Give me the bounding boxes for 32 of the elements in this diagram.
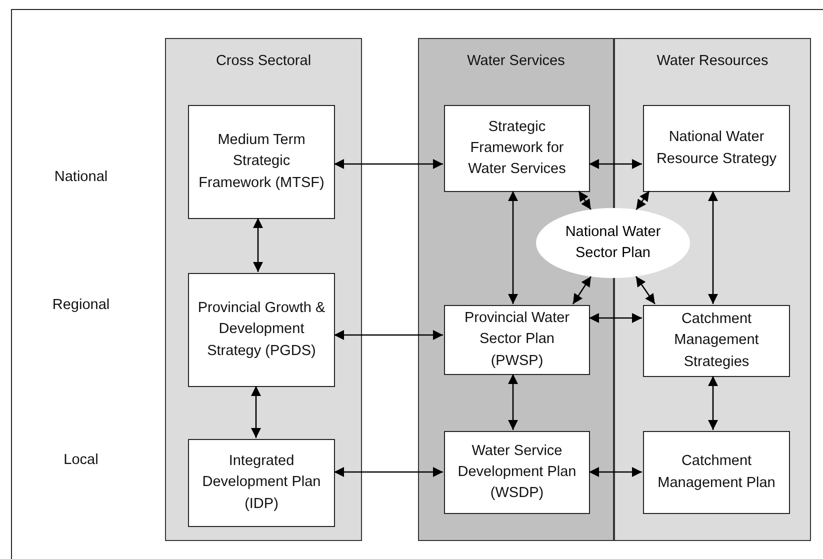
column-heading: Water Resources xyxy=(656,53,770,69)
double-arrow xyxy=(334,159,443,169)
plan-box: National Water Resource Strategy xyxy=(643,105,790,192)
plan-box: Provincial Water Sector Plan (PWSP) xyxy=(444,305,590,375)
double-arrow xyxy=(589,467,642,477)
plan-box: Strategic Framework for Water Services xyxy=(444,105,590,192)
column-heading: Cross Sectoral xyxy=(214,53,312,69)
double-arrow xyxy=(589,313,642,323)
column-heading: Water Services xyxy=(466,53,566,69)
double-arrow xyxy=(708,376,718,430)
plan-box: Provincial Growth & Development Strategy (PGDS) xyxy=(188,273,335,387)
double-arrow xyxy=(251,386,261,438)
double-arrow xyxy=(578,190,592,210)
double-arrow xyxy=(636,190,650,210)
double-arrow xyxy=(508,191,518,304)
double-arrow xyxy=(708,191,718,304)
double-arrow xyxy=(334,467,443,477)
plan-box: Water Service Development Plan (WSDP) xyxy=(444,431,590,514)
plan-box: Medium Term Strategic Framework (MTSF) xyxy=(188,105,335,219)
double-arrow xyxy=(253,218,263,272)
plan-box: Catchment Management Strategies xyxy=(643,305,790,377)
level-label: National xyxy=(54,169,108,185)
plan-box: Integrated Development Plan (IDP) xyxy=(188,439,335,527)
level-label: Regional xyxy=(52,297,110,313)
double-arrow xyxy=(508,374,518,430)
double-arrow xyxy=(572,276,592,304)
level-label: Local xyxy=(64,452,98,468)
double-arrow xyxy=(635,276,656,304)
column-panel xyxy=(165,38,362,541)
double-arrow xyxy=(589,159,642,169)
double-arrow xyxy=(334,330,443,340)
plan-box: Catchment Management Plan xyxy=(643,431,790,514)
